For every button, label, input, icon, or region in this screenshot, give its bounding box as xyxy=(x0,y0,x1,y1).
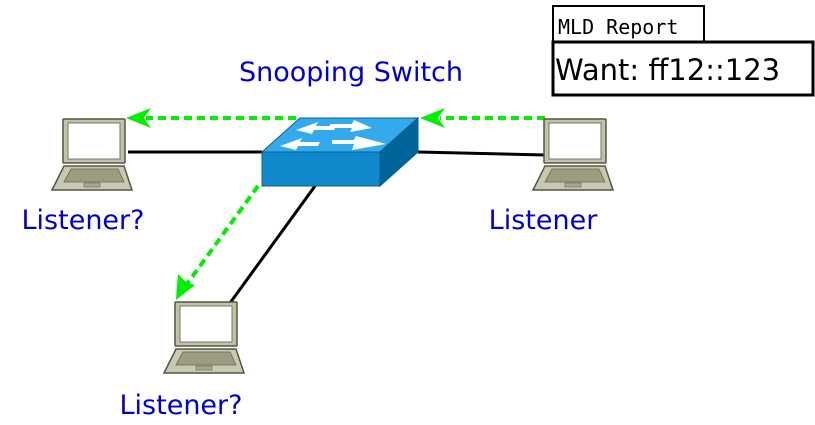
link-right-switch xyxy=(417,150,546,157)
listener-right-label: Listener xyxy=(489,205,599,236)
laptop-icon xyxy=(532,118,614,191)
switch-label: Snooping Switch xyxy=(239,57,463,88)
laptop-icon xyxy=(51,118,133,191)
switch-icon xyxy=(260,116,420,188)
arrow-switch-to-bottom xyxy=(176,184,260,300)
report-content: Want: ff12::123 xyxy=(555,53,780,87)
mld-report-box: MLD Report Want: ff12::123 xyxy=(551,5,815,97)
report-title: MLD Report xyxy=(558,15,678,39)
arrow-report-to-switch xyxy=(420,108,545,128)
arrow-switch-to-left xyxy=(126,108,296,128)
link-bottom-switch xyxy=(228,185,317,304)
listener-bottom-label: Listener? xyxy=(120,390,243,421)
listener-left-label: Listener? xyxy=(22,205,145,236)
laptop-icon xyxy=(163,301,245,374)
